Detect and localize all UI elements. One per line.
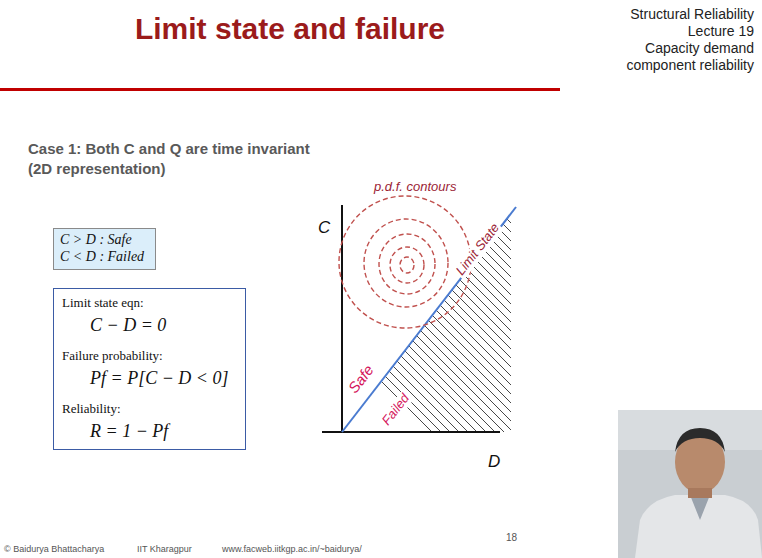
case-heading: Case 1: Both C and Q are time invariant [28, 140, 310, 157]
copyright-note: © Baidurya Bhattacharya [4, 544, 104, 554]
equation-text: C − D = 0 [62, 315, 231, 337]
box-text: C > D : Safe [60, 232, 147, 249]
presenter-photo [618, 410, 762, 558]
lecture-number: Lecture 19 [688, 23, 754, 39]
contour-label: p.d.f. contours [374, 180, 456, 195]
equation-box: Limit state eqn: C − D = 0 Failure probabi… [53, 288, 246, 450]
course-name: Structural Reliability [630, 6, 754, 22]
box-text: C < D : Failed [60, 249, 147, 266]
box-text: Failure probability: [62, 348, 231, 364]
page-number: 18 [506, 532, 517, 544]
slide-title: Limit state and failure [0, 12, 580, 47]
box-text: Limit state eqn: [62, 295, 231, 311]
institution-note: IIT Kharagpur [137, 544, 192, 554]
region-label: Failed [378, 390, 414, 430]
box-text: Reliability: [62, 401, 231, 417]
lecture-topic: Capacity demand [645, 40, 754, 56]
axis-label: C [318, 218, 330, 238]
axis-label: D [488, 452, 500, 472]
lecture-topic: component reliability [626, 57, 754, 73]
url-note: www.facweb.iitkgp.ac.in/~baidurya/ [222, 544, 362, 554]
condition-box: C > D : SafeC < D : Failed [53, 228, 156, 270]
case-subheading: (2D representation) [28, 160, 166, 177]
equation-text: R = 1 − Pf [62, 421, 231, 443]
equation-text: Pf = P[C − D < 0] [62, 368, 231, 390]
